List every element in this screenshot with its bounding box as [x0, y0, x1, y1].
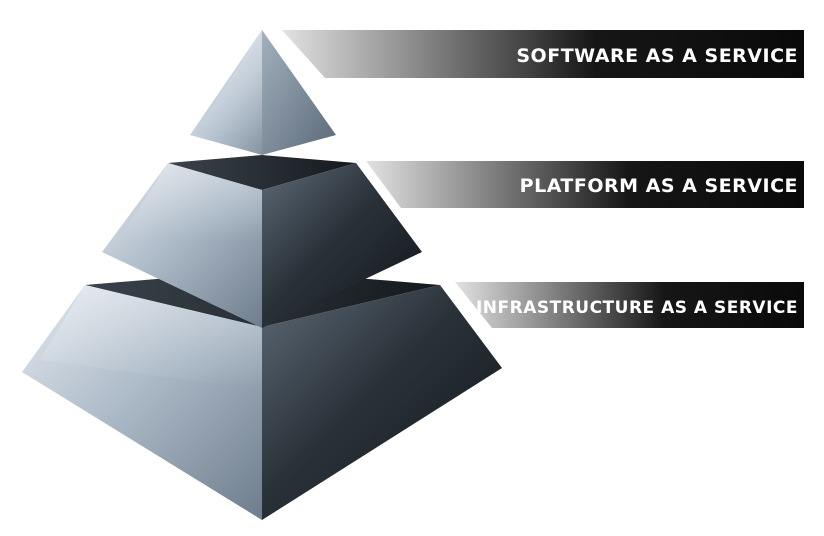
banner-iaas-label: INFRASTRUCTURE AS A SERVICE [476, 298, 798, 318]
banner-paas-label: PLATFORM AS A SERVICE [520, 175, 798, 197]
banner-iaas: INFRASTRUCTURE AS A SERVICE [455, 282, 804, 328]
banner-paas: PLATFORM AS A SERVICE [366, 161, 804, 208]
banner-saas-shape [282, 30, 804, 78]
pyramid-tier-paas [102, 155, 422, 328]
banner-paas-shape [366, 161, 804, 208]
tier-saas-right-face [262, 30, 336, 155]
banner-saas-label: SOFTWARE AS A SERVICE [516, 45, 798, 67]
banner-saas: SOFTWARE AS A SERVICE [282, 30, 804, 78]
banner-iaas-shape [455, 282, 804, 328]
pyramid-tier-saas [190, 30, 336, 155]
tier-iaas-sheen [40, 285, 262, 390]
tier-saas-sheen [200, 30, 262, 140]
tier-paas-right-face [262, 163, 422, 328]
tier-paas-sheen [120, 163, 262, 240]
tier-paas-top-face [168, 155, 356, 190]
tier-iaas-right-face [262, 285, 502, 520]
